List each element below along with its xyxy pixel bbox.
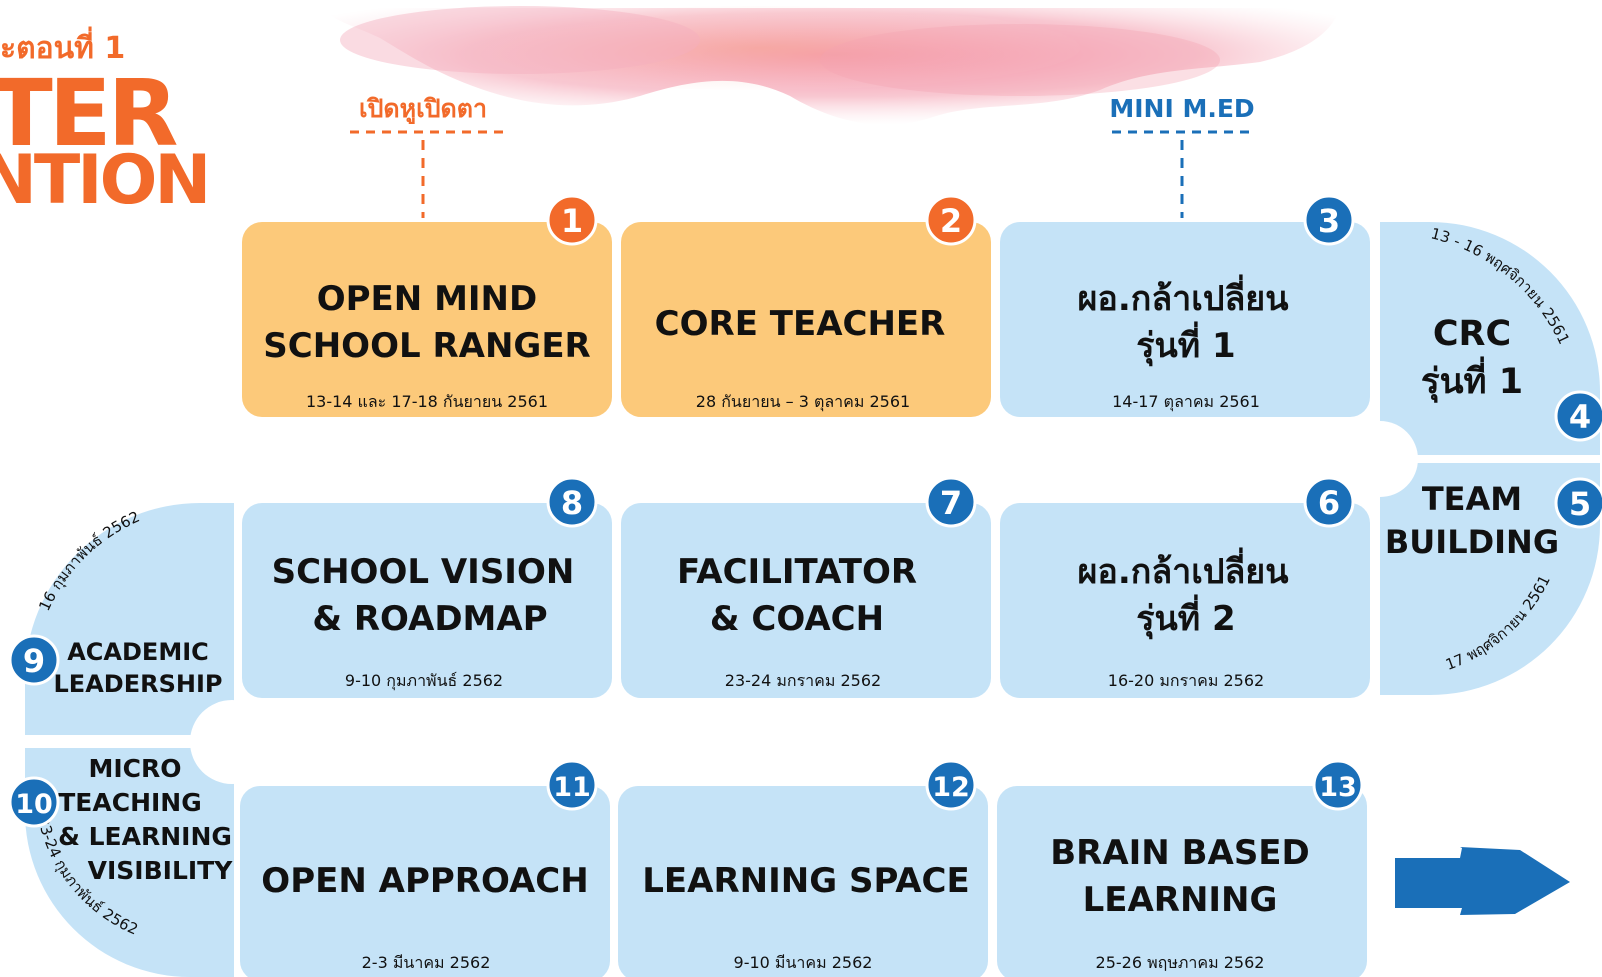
step-7-card: FACILITATOR & COACH 23-24 มกราคม 2562 — [621, 503, 991, 698]
step-10-badge: 10 — [8, 776, 60, 828]
step-7-badge: 7 — [925, 476, 977, 528]
callout-left: เปิดหูเปิดตา — [350, 94, 505, 218]
callout-right: MINI M.ED — [1109, 94, 1255, 218]
step-9-badge: 9 — [8, 634, 60, 686]
step-2-title-line1: CORE TEACHER — [655, 304, 946, 344]
step-4-badge: 4 — [1554, 390, 1602, 442]
step-11-card: OPEN APPROACH 2-3 มีนาคม 2562 — [240, 786, 610, 977]
step-3-badge: 3 — [1303, 194, 1355, 246]
watercolor-splash — [325, 6, 1340, 125]
step-10-title-line3: & LEARNING — [58, 822, 232, 851]
step-5-title-line2: BUILDING — [1385, 523, 1559, 561]
right-arrow-icon — [1395, 847, 1570, 915]
step-1-title-line2: SCHOOL RANGER — [263, 326, 590, 366]
step-3-number: 3 — [1318, 202, 1340, 240]
step-10-title-line1: MICRO — [88, 754, 181, 783]
step-6-number: 6 — [1318, 484, 1340, 522]
step-11-title-line1: OPEN APPROACH — [261, 861, 588, 901]
step-1-title-line1: OPEN MIND — [317, 279, 538, 319]
step-6-title-line2: รุ่นที่ 2 — [1136, 594, 1235, 640]
step-4-number: 4 — [1569, 398, 1591, 436]
step-9-title-line2: LEADERSHIP — [54, 670, 223, 698]
step-10-title-line4: VISIBILITY — [88, 856, 234, 885]
step-3-date: 14-17 ตุลาคม 2561 — [1112, 392, 1260, 412]
callout-left-label: เปิดหูเปิดตา — [359, 94, 487, 125]
step-13-date: 25-26 พฤษภาคม 2562 — [1096, 953, 1265, 972]
step-12-date: 9-10 มีนาคม 2562 — [734, 953, 873, 972]
connector-notch-left — [190, 700, 274, 784]
step-2-badge: 2 — [925, 194, 977, 246]
step-8-date: 9-10 กุมภาพันธ์ 2562 — [345, 671, 503, 691]
step-6-title-line1: ผอ.กล้าเปลี่ยน — [1078, 547, 1289, 592]
step-1-number: 1 — [561, 202, 583, 240]
step-5-number: 5 — [1569, 485, 1591, 523]
step-2-card: CORE TEACHER 28 กันยายน – 3 ตุลาคม 2561 — [621, 222, 991, 417]
step-7-number: 7 — [940, 484, 962, 522]
step-1-card: OPEN MIND SCHOOL RANGER 13-14 และ 17-18 … — [242, 222, 612, 417]
step-8-title-line2: & ROADMAP — [312, 599, 547, 639]
step-7-title-line2: & COACH — [710, 599, 884, 639]
step-7-title-line1: FACILITATOR — [677, 552, 917, 592]
step-2-date: 28 กันยายน – 3 ตุลาคม 2561 — [696, 392, 910, 412]
step-11-badge: 11 — [546, 759, 598, 811]
step-13-title-line2: LEARNING — [1083, 880, 1278, 920]
step-6-card: ผอ.กล้าเปลี่ยน รุ่นที่ 2 16-20 มกราคม 25… — [1000, 503, 1370, 698]
step-9-number: 9 — [23, 642, 45, 680]
step-12-badge: 12 — [925, 759, 977, 811]
step-10-card: MICRO TEACHING & LEARNING VISIBILITY 23-… — [25, 748, 234, 977]
step-9-card: ACADEMIC LEADERSHIP 16 กุมภาพันธ์ 2562 — [25, 503, 234, 735]
step-8-badge: 8 — [546, 476, 598, 528]
step-2-number: 2 — [940, 202, 962, 240]
step-1-badge: 1 — [546, 194, 598, 246]
step-13-number: 13 — [1319, 772, 1357, 803]
callout-right-label: MINI M.ED — [1109, 94, 1254, 123]
heading-line3: NTION — [0, 141, 208, 220]
step-8-number: 8 — [561, 484, 583, 522]
section-heading: ะตอนที่ 1 TER NTION — [0, 26, 211, 220]
step-5-title-line1: TEAM — [1422, 480, 1522, 518]
connector-notch-right — [1342, 421, 1418, 497]
step-10-number: 10 — [15, 789, 53, 820]
step-9-title-line1: ACADEMIC — [67, 638, 209, 666]
step-11-number: 11 — [553, 772, 591, 803]
step-7-date: 23-24 มกราคม 2562 — [725, 671, 881, 690]
step-4-card: CRC รุ่นที่ 1 13 - 16 พฤศจิกายน 2561 — [1380, 222, 1600, 455]
step-3-title-line2: รุ่นที่ 1 — [1136, 321, 1235, 367]
step-12-title-line1: LEARNING SPACE — [642, 861, 969, 901]
step-3-card: ผอ.กล้าเปลี่ยน รุ่นที่ 1 14-17 ตุลาคม 25… — [1000, 222, 1370, 417]
heading-line1: ะตอนที่ 1 — [0, 26, 125, 66]
step-8-title-line1: SCHOOL VISION — [272, 552, 575, 592]
step-6-date: 16-20 มกราคม 2562 — [1108, 671, 1264, 690]
step-12-number: 12 — [932, 772, 970, 803]
step-5-card: TEAM BUILDING 17 พฤศจิกายน 2561 — [1380, 463, 1600, 695]
step-12-card: LEARNING SPACE 9-10 มีนาคม 2562 — [618, 786, 988, 977]
step-3-title-line1: ผอ.กล้าเปลี่ยน — [1078, 274, 1289, 319]
step-10-title-line2: TEACHING — [58, 788, 202, 817]
step-4-title-line1: CRC — [1433, 314, 1511, 354]
step-11-date: 2-3 มีนาคม 2562 — [362, 953, 491, 972]
step-13-card: BRAIN BASED LEARNING 25-26 พฤษภาคม 2562 — [997, 786, 1367, 977]
step-13-title-line1: BRAIN BASED — [1050, 833, 1310, 873]
step-13-badge: 13 — [1312, 759, 1364, 811]
heading-line2: TER — [0, 60, 177, 167]
step-1-date: 13-14 และ 17-18 กันยายน 2561 — [306, 392, 548, 411]
step-8-card: SCHOOL VISION & ROADMAP 9-10 กุมภาพันธ์ … — [242, 503, 612, 698]
step-6-badge: 6 — [1303, 476, 1355, 528]
step-5-badge: 5 — [1554, 477, 1602, 529]
step-4-title-line2: รุ่นที่ 1 — [1421, 356, 1523, 403]
